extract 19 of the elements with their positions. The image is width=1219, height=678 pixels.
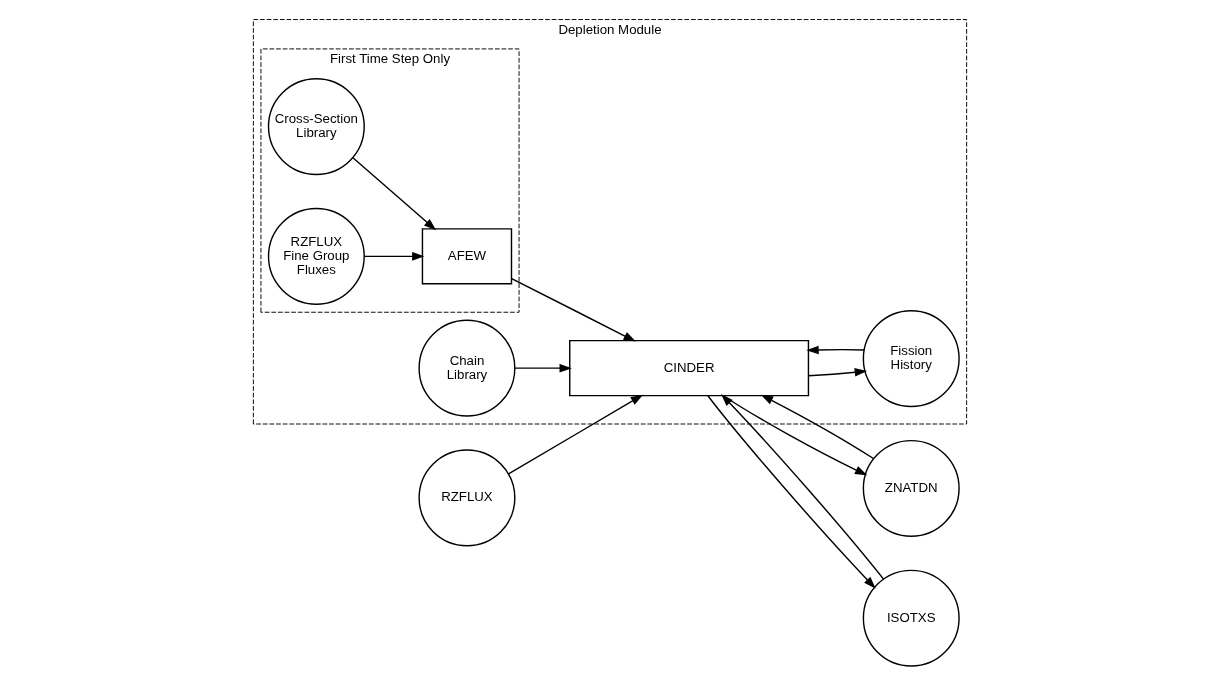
node-circle: RZFLUX (417, 449, 515, 547)
arrow (351, 156, 436, 231)
arrow (722, 395, 867, 476)
node-circle: Chain Library (417, 319, 515, 417)
node-circle: ZNATDN (862, 439, 960, 537)
arrow (507, 394, 643, 475)
arrow (805, 345, 865, 355)
arrow (706, 395, 876, 589)
arrow (760, 394, 874, 460)
node-circle: Fission History (862, 310, 960, 408)
arrow (510, 277, 636, 342)
node-box: AFEW (421, 228, 512, 285)
node-circle: RZFLUX Fine Group Fluxes (267, 207, 365, 305)
arrow (720, 394, 884, 580)
node-circle: Cross-Section Library (267, 78, 365, 176)
arrow (363, 252, 424, 261)
arrow (513, 363, 572, 373)
arrow (807, 368, 867, 377)
node-box: CINDER (568, 339, 809, 397)
